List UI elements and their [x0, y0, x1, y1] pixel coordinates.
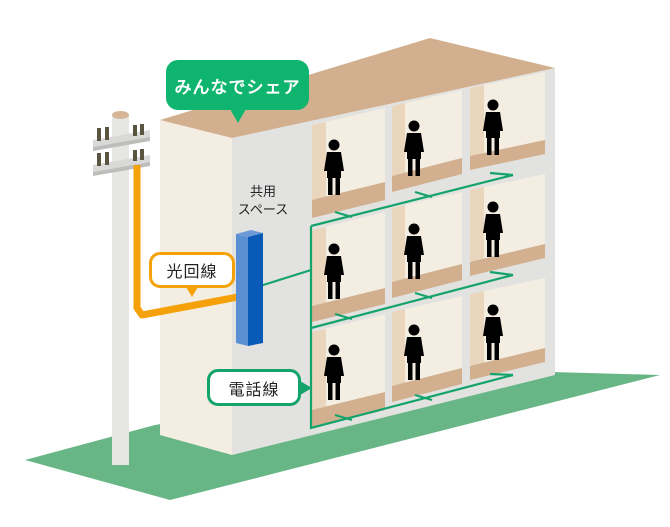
- utility-pole-icon: [93, 111, 150, 465]
- shared-space-label-line2: スペース: [237, 203, 289, 218]
- shared-space-label-line1: 共用: [249, 185, 276, 200]
- phone-line-wiring: [259, 171, 514, 430]
- network-box-icon: [236, 230, 263, 346]
- shared-space-label: 共用 スペース: [226, 184, 300, 220]
- phone-line-callout: 電話線: [207, 369, 312, 406]
- ground: [25, 370, 660, 500]
- share-callout: みんなでシェア: [166, 60, 309, 123]
- building-roof: [160, 38, 555, 138]
- fiber-line: [133, 165, 239, 319]
- fiber-line-callout: 光回線: [149, 252, 235, 297]
